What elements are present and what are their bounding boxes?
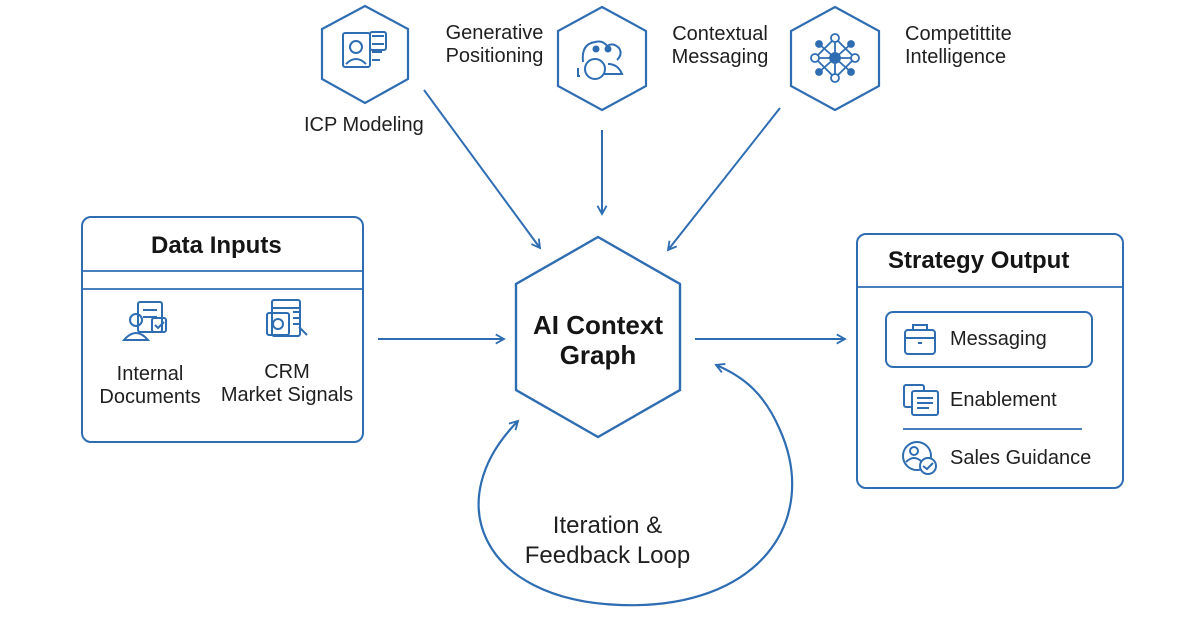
contextual-messaging-label: Contextual Messaging [671, 23, 769, 68]
feedback-loop-arrow [477, 365, 794, 607]
icp-modeling-hexagon [320, 4, 410, 105]
sales-guidance-label: Sales Guidance [950, 447, 1092, 469]
strategy-output-panel [856, 233, 1124, 489]
user-document-icon [121, 301, 167, 341]
arrow-icp-to-core [423, 89, 540, 248]
profile-card-icon [342, 31, 387, 68]
enablement-label: Enablement [950, 389, 1057, 411]
guidance-badge-icon [902, 441, 937, 475]
arrow-messaging-to-core [668, 107, 781, 250]
top-arrows [423, 89, 781, 250]
document-search-icon [266, 299, 308, 337]
strategy-output-title: Strategy Output [888, 247, 1070, 274]
data-inputs-panel [81, 216, 364, 443]
internal-documents-label: Internal Documents [99, 363, 201, 408]
messaging-row-box [885, 311, 1093, 368]
data-inputs-title: Data Inputs [151, 232, 282, 259]
network-graph-icon [810, 33, 860, 83]
robot-mascot-icon [577, 40, 624, 80]
competitive-intelligence-label: Competittite Intelligence [905, 23, 1012, 68]
icp-modeling-label: ICP Modeling [304, 114, 424, 136]
core-label: AI Context Graph [533, 310, 663, 370]
generative-positioning-label: Generative Positioning [445, 22, 544, 67]
messaging-label: Messaging [950, 328, 1047, 350]
generative-positioning-hexagon [556, 5, 648, 112]
stacked-documents-icon [903, 384, 939, 416]
briefcase-icon [904, 324, 936, 355]
crm-market-signals-label: CRM Market Signals [220, 361, 354, 406]
feedback-loop-label: Iteration & Feedback Loop [524, 512, 691, 569]
contextual-messaging-hexagon [789, 5, 881, 112]
